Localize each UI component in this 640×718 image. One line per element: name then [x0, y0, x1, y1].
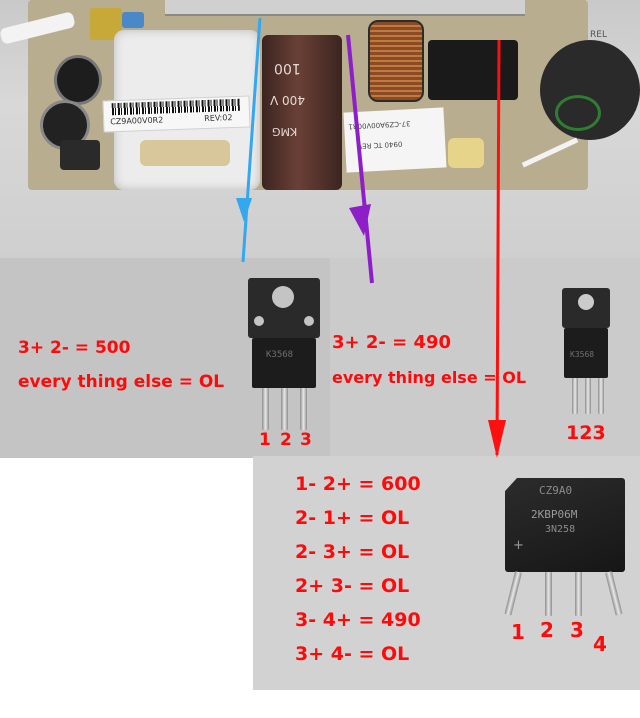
plus-symbol-icon: +	[513, 538, 524, 553]
bridge-body: CZ9A0 2KBP06M 3N258 +	[505, 478, 625, 572]
bridge-rectifier-panel: 1- 2+ = 600 2- 1+ = OL 2- 3+ = OL 2+ 3- …	[253, 456, 640, 690]
bridge-reading-5: 3- 4+ = 490	[295, 609, 421, 631]
bridge-reading-1: 1- 2+ = 600	[295, 473, 421, 495]
transistor-2-leg-1	[572, 378, 578, 414]
transistor-1-pin-1: 1	[259, 430, 271, 450]
bridge-leg-2	[545, 572, 552, 616]
heatsink	[165, 0, 525, 16]
bridge-pin-1: 1	[511, 620, 525, 644]
transistor-1-pin-3: 3	[300, 430, 312, 450]
transistor-1-reading-2: every thing else = OL	[18, 372, 225, 392]
transistor-1-reading-1: 3+ 2- = 500	[18, 338, 131, 358]
transistor-1-pin-2: 2	[280, 430, 292, 450]
bridge-pin-4: 4	[593, 632, 607, 656]
bridge-marking-1: CZ9A0	[539, 484, 573, 497]
transistor-2-reading-2: every thing else = OL	[332, 368, 527, 387]
black-block	[428, 40, 518, 100]
pcb-photo: CZ9A00V0R2 REV:02 100 400 V KMG 37-CZ9A0…	[0, 0, 640, 258]
transistor-2-tab	[562, 288, 610, 328]
transistor-1-mount-hole	[272, 286, 294, 308]
transistor-2-panel: K3568 3+ 2- = 490 every thing else = OL …	[330, 258, 640, 456]
yellow-capacitor	[448, 138, 484, 168]
corner-text: REL	[590, 30, 607, 40]
transistor-2-body: K3568	[564, 328, 608, 378]
bridge-reading-3: 2- 3+ = OL	[295, 541, 410, 563]
component-dark	[60, 140, 100, 170]
transistor-2-leg-2	[585, 378, 591, 414]
transistor-1-body: K3568	[252, 338, 316, 388]
green-wire	[555, 95, 601, 131]
transformer-tape	[140, 140, 230, 166]
bridge-reading-4: 2+ 3- = OL	[295, 575, 410, 597]
transistor-1-leg-3	[300, 388, 307, 430]
transistor-1-leg-1	[262, 388, 269, 430]
inductor	[368, 20, 424, 102]
transistor-1-leg-2	[281, 388, 288, 430]
transistor-1-tab	[248, 278, 320, 338]
blue-arrow	[236, 17, 262, 263]
bulk-capacitor: 100 400 V KMG	[262, 35, 342, 190]
transistor-1-panel: K3568 3+ 2- = 500 every thing else = OL …	[0, 258, 330, 458]
transistor-1-hole-right	[304, 316, 314, 326]
red-arrow	[488, 39, 506, 458]
bridge-pin-2: 2	[540, 618, 554, 642]
bridge-reading-6: 3+ 4- = OL	[295, 643, 410, 665]
bridge-reading-2: 2- 1+ = OL	[295, 507, 410, 529]
purple-arrow	[346, 34, 374, 284]
bridge-marking-2: 2KBP06M	[531, 508, 578, 521]
transistor-2-leg-3	[598, 378, 604, 414]
transistor-2-marking: K3568	[570, 350, 595, 359]
bridge-marking-3: 3N258	[545, 524, 576, 535]
transistor-2-mount-hole	[578, 294, 594, 310]
transistor-2-reading-1: 3+ 2- = 490	[332, 332, 452, 353]
bridge-leg-3	[575, 572, 582, 616]
transistor-1-marking: K3568	[266, 350, 294, 360]
bridge-pin-3: 3	[570, 618, 584, 642]
transistor-2-pins: 123	[566, 422, 606, 444]
blue-capacitor	[122, 12, 144, 28]
transistor-1-hole-left	[254, 316, 264, 326]
